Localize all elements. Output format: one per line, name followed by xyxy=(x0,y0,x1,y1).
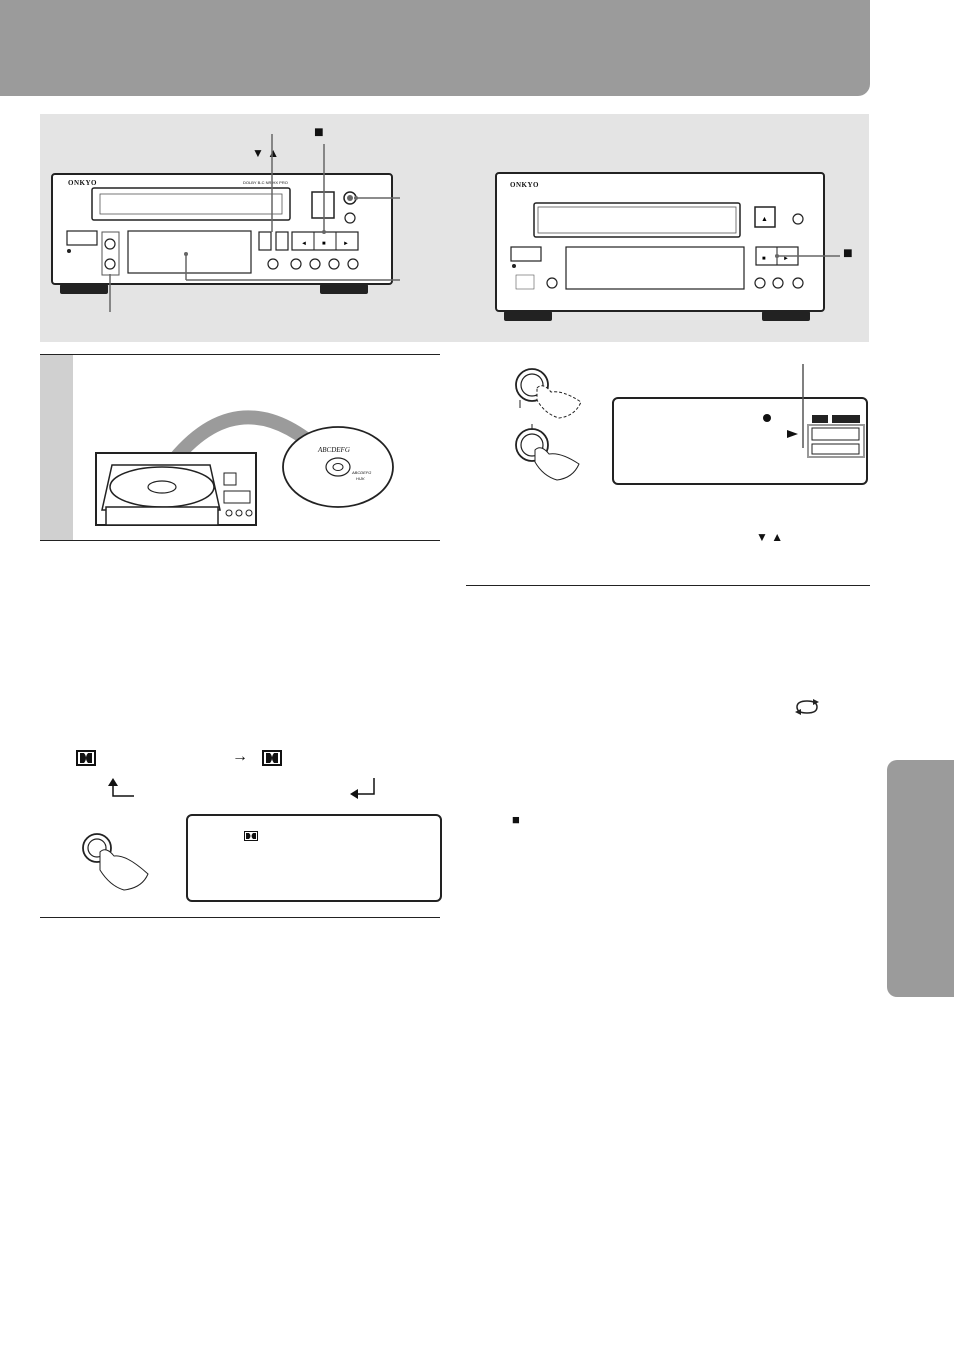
disc-label-line1: ABCDEFG xyxy=(318,446,350,454)
deck-brand-logo: ONKYO xyxy=(68,179,97,187)
svg-text:►: ► xyxy=(783,256,789,262)
dolby-icon-2 xyxy=(262,750,282,766)
svg-text:◄: ◄ xyxy=(301,241,307,247)
side-section-tab xyxy=(887,760,954,997)
stop-square-icon-3: ■ xyxy=(512,812,520,827)
return-arrow-icon xyxy=(108,778,375,799)
svg-text:■: ■ xyxy=(322,241,326,247)
left-section-rule-2 xyxy=(40,917,440,918)
up-down-arrows-icon-2: ▼ ▲ xyxy=(756,530,784,544)
dolby-icon xyxy=(76,750,96,766)
disc-label-line3: HIJK xyxy=(356,476,365,481)
cassette-load-illustration xyxy=(95,410,394,526)
cd-brand-logo: ONKYO xyxy=(510,181,539,189)
repeat-icon xyxy=(795,699,819,715)
deck-dolby-label: DOLBY B-C NR HX PRO xyxy=(243,180,288,185)
cd-display-panel xyxy=(612,397,868,485)
cassette-deck-illustration: ◄ ■ ► xyxy=(51,134,400,312)
disc-label-line2: ABCDEFG xyxy=(352,470,372,475)
arrow-right-icon: → xyxy=(232,748,248,765)
dolby-icon-3 xyxy=(244,831,258,841)
hand-press-icon xyxy=(82,833,149,891)
svg-text:■: ■ xyxy=(762,256,766,262)
cd-display-indicators xyxy=(763,364,865,458)
section-rule-top xyxy=(40,354,440,355)
section-rule-bottom xyxy=(40,540,440,541)
svg-text:►: ► xyxy=(343,241,349,247)
step-number-band xyxy=(40,354,73,540)
header-band xyxy=(0,0,870,96)
cd-player-illustration: ▲ ■ ► xyxy=(495,172,840,321)
button-press-illustration xyxy=(515,368,582,481)
svg-text:▲: ▲ xyxy=(761,216,768,223)
deck-display-panel xyxy=(186,814,442,902)
right-section-rule xyxy=(466,585,870,586)
stop-square-icon-cd: ■ xyxy=(843,245,853,262)
stop-square-icon: ■ xyxy=(314,124,324,141)
